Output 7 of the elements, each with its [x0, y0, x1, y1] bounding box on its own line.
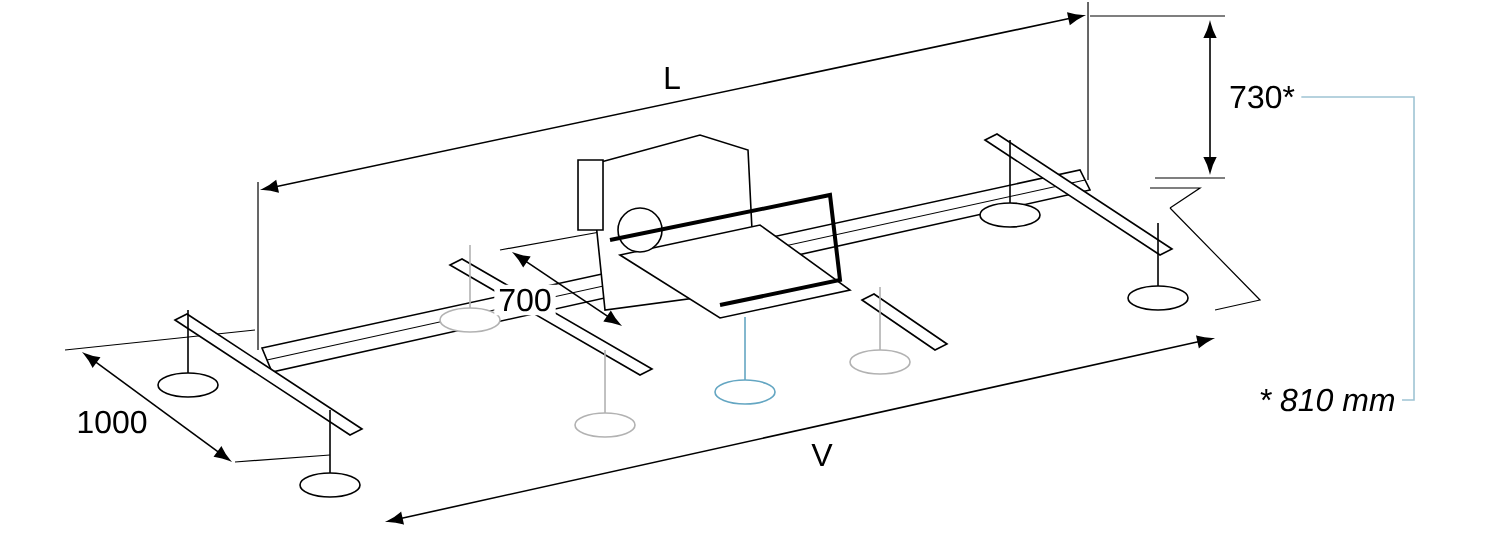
dimension-note: 730* — [1230, 85, 1295, 109]
dimension-label: 1000 — [72, 406, 152, 438]
leader-line — [1300, 96, 1415, 401]
dimension-label: 700 — [494, 284, 556, 316]
dimension-label: L — [659, 63, 685, 93]
dimension-note: * 810 mm — [1260, 388, 1395, 412]
dimension-label: V — [807, 440, 837, 470]
